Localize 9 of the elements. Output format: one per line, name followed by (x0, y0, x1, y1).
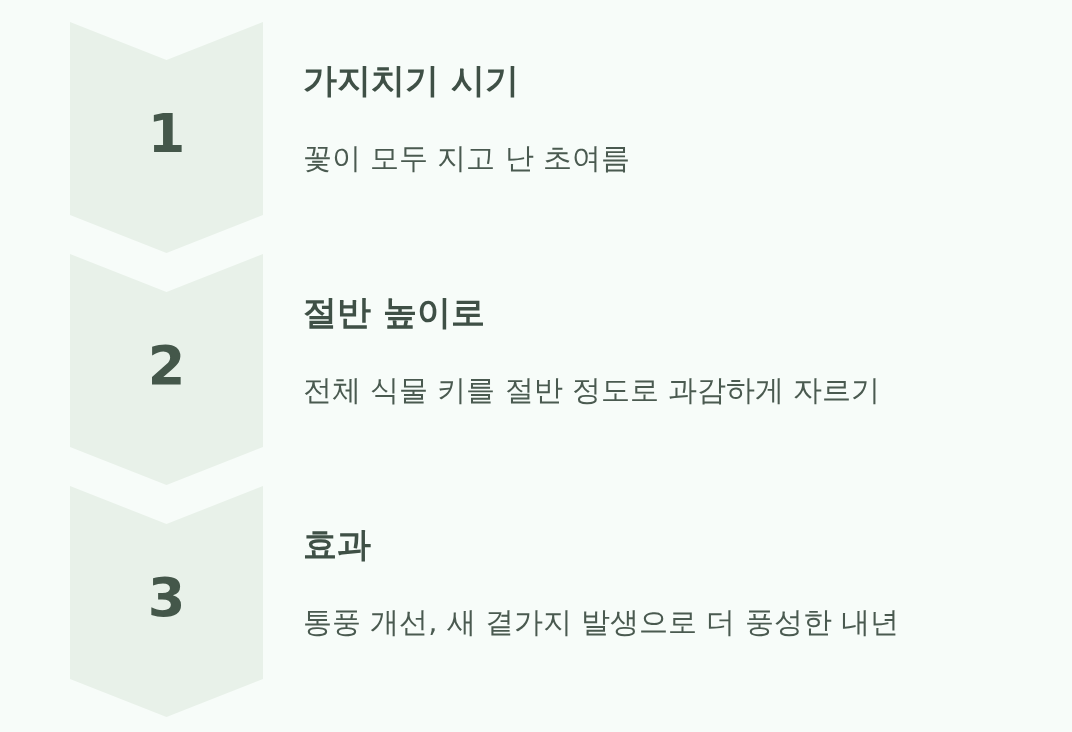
step-number: 2 (146, 334, 187, 398)
step-description: 꽃이 모두 지고 난 초여름 (303, 140, 630, 177)
step-heading: 절반 높이로 (303, 291, 485, 334)
step-number: 1 (146, 102, 187, 166)
step-description: 전체 식물 키를 절반 정도로 과감하게 자르기 (303, 372, 881, 409)
step-description: 통풍 개선, 새 곁가지 발생으로 더 풍성한 내년 (303, 604, 899, 641)
step-number: 3 (146, 566, 187, 630)
step-heading: 효과 (303, 523, 371, 566)
step-heading: 가지치기 시기 (303, 59, 519, 102)
